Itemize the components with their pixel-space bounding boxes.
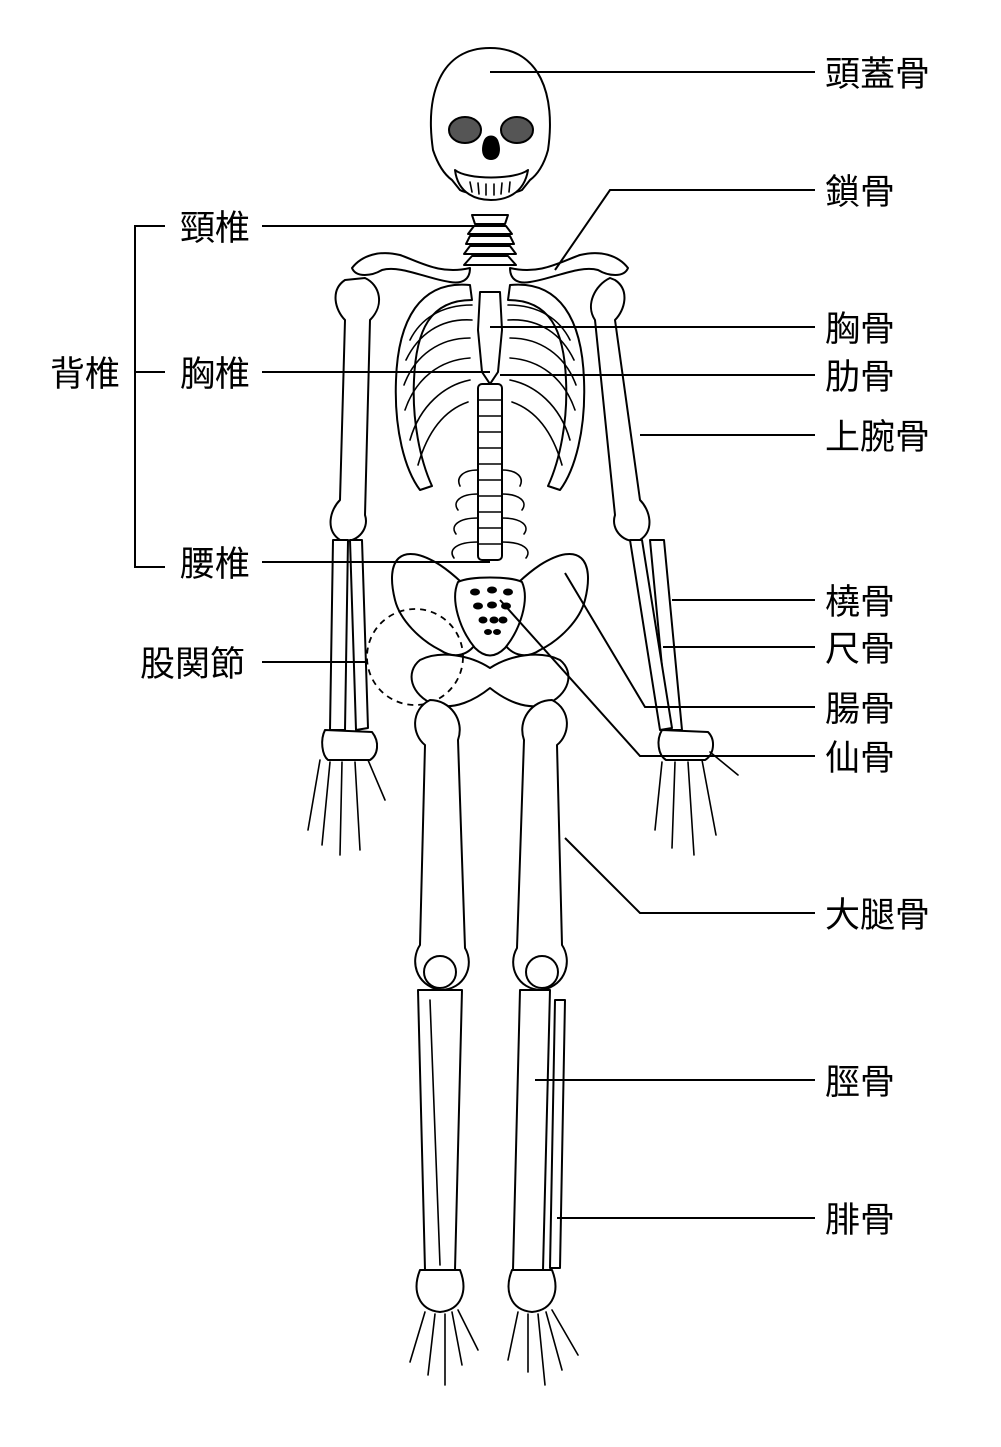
label-femur: 大腿骨 (825, 896, 930, 936)
label-clavicle: 鎖骨 (825, 173, 895, 213)
spine-bracket (134, 225, 165, 568)
left-eye-socket (448, 116, 482, 144)
label-lumbar: 腰椎 (180, 545, 250, 585)
skull-bone (429, 47, 551, 201)
leader-sacrum (499, 599, 815, 757)
label-ulna: 尺骨 (825, 630, 895, 670)
hip-joint-marker (366, 608, 464, 706)
cervical-vertebrae (463, 214, 517, 266)
label-tibia: 脛骨 (825, 1063, 895, 1103)
left-arm (307, 277, 386, 856)
leader-clavicle (554, 189, 815, 271)
skeleton (307, 47, 739, 1386)
labels: 頭蓋骨 鎖骨 胸骨 肋骨 上腕骨 橈骨 尺骨 腸骨 仙骨 大腿骨 脛骨 腓骨 頸… (50, 55, 930, 1241)
label-fibula: 腓骨 (825, 1201, 895, 1241)
rib-cage (394, 283, 586, 491)
label-thoracic: 胸椎 (180, 355, 250, 395)
left-leg (409, 699, 479, 1386)
right-leg (507, 699, 579, 1386)
label-sternum: 胸骨 (825, 310, 895, 350)
label-skull: 頭蓋骨 (825, 55, 930, 95)
leader-femur (564, 837, 815, 914)
nasal-cavity (482, 135, 500, 160)
label-ilium: 腸骨 (825, 690, 895, 730)
right-arm (590, 277, 739, 856)
label-spine: 背椎 (50, 355, 120, 395)
leader-lines (134, 71, 815, 1219)
label-cervical: 頸椎 (180, 209, 250, 249)
shoulder-girdle (351, 252, 629, 284)
pelvis (391, 553, 589, 708)
label-rib: 肋骨 (825, 358, 895, 398)
label-humerus: 上腕骨 (825, 418, 930, 458)
label-radius: 橈骨 (825, 583, 895, 623)
right-eye-socket (500, 116, 534, 144)
label-sacrum: 仙骨 (825, 739, 895, 779)
vertebral-column (451, 383, 529, 561)
leader-ilium (564, 572, 815, 708)
label-hip-joint: 股関節 (140, 645, 245, 685)
